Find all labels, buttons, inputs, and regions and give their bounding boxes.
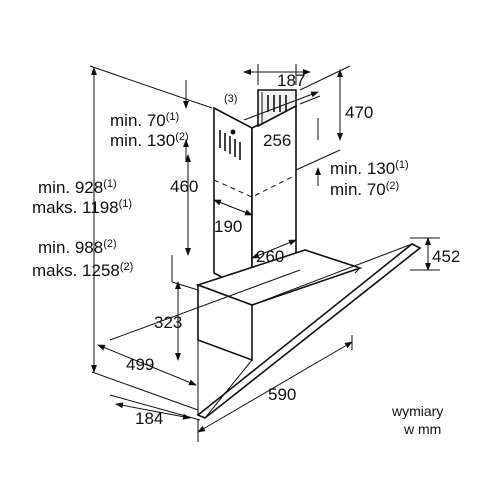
callout-3: (3) [224, 93, 237, 105]
max1258-ref: (2) [120, 261, 133, 273]
label-min-70-right: min. 70(2) [330, 180, 399, 199]
dim-260: 260 [256, 247, 284, 266]
min70-value: min. 70 [110, 111, 166, 130]
rmin70-value: min. 70 [330, 180, 386, 199]
telescopic-split-line [213, 174, 297, 198]
dim-323: 323 [154, 313, 182, 332]
units-note-line2: w mm [403, 421, 441, 437]
dim-184: 184 [135, 409, 163, 428]
glass-inner-edge [204, 359, 253, 419]
rmin70-ref: (2) [386, 180, 399, 192]
max1198-ref: (1) [119, 198, 132, 210]
rmin130-value: min. 130 [330, 159, 395, 178]
min130-ref: (2) [175, 131, 188, 143]
label-min-130-left: min. 130(2) [110, 131, 189, 150]
label-max-1258: maks. 1258(2) [32, 261, 133, 280]
dim-460: 460 [170, 177, 198, 196]
vent-slots [219, 130, 241, 160]
min988-value: min. 988 [38, 238, 103, 257]
label-min-928: min. 928(1) [38, 178, 117, 197]
dim-187: 187 [277, 71, 305, 90]
max1198-value: maks. 1198 [32, 198, 119, 217]
min928-ref: (1) [103, 178, 116, 190]
label-max-1198: maks. 1198(1) [32, 198, 132, 217]
mount-hole-dot [230, 129, 236, 135]
dim-452: 452 [432, 247, 460, 266]
dim-190: 190 [214, 217, 242, 236]
dim-590: 590 [268, 385, 296, 404]
label-min-70-left: min. 70(1) [110, 111, 179, 130]
max1258-value: maks. 1258 [32, 261, 120, 280]
units-note-line1: wymiary [391, 403, 443, 419]
glass-top-edge [251, 243, 413, 306]
min70-ref: (1) [166, 111, 179, 123]
min928-value: min. 928 [38, 178, 103, 197]
min988-ref: (2) [103, 238, 116, 250]
dim-256: 256 [263, 131, 291, 150]
dim-499: 499 [126, 355, 154, 374]
label-min-130-right: min. 130(1) [330, 159, 409, 178]
min130-value: min. 130 [110, 131, 175, 150]
rmin130-ref: (1) [395, 159, 408, 171]
dim-470: 470 [345, 103, 373, 122]
dimension-lines [89, 64, 440, 442]
label-min-988: min. 988(2) [38, 238, 117, 257]
deck-step [354, 267, 361, 274]
